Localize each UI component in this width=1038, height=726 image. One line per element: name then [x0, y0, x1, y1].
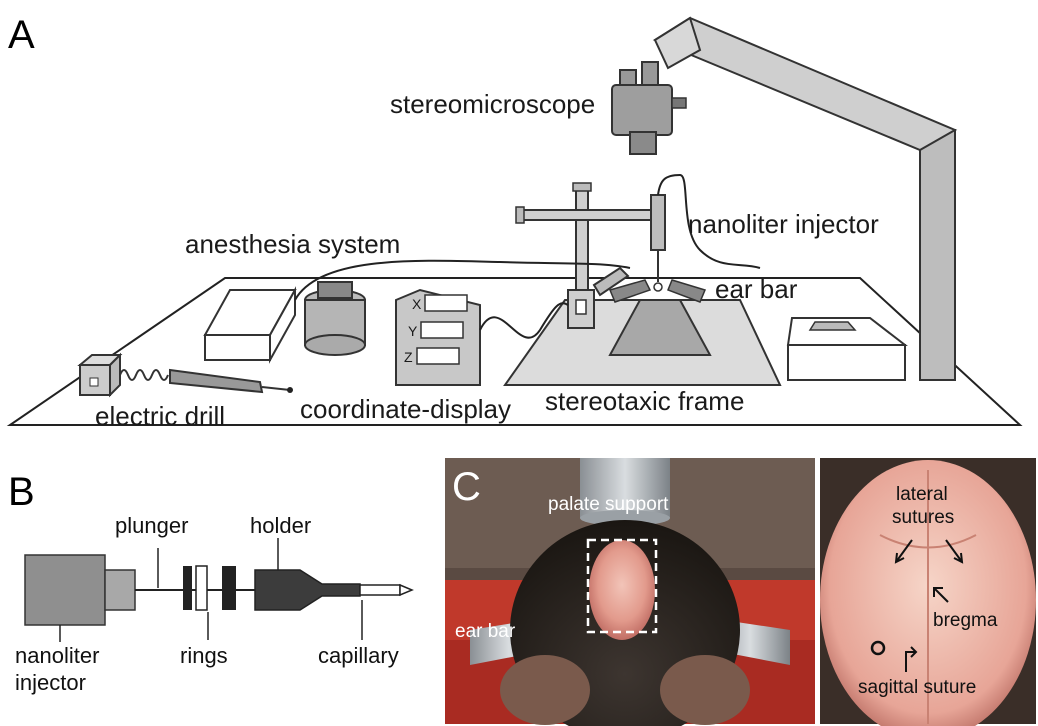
label-ear-bar-c: ear bar [455, 621, 516, 642]
label-capillary: capillary [318, 643, 399, 668]
display-z-label: Z [404, 349, 413, 365]
label-stereotaxic-frame: stereotaxic frame [545, 386, 744, 416]
label-sagittal-suture: sagittal suture [858, 677, 976, 698]
label-injector: injector [15, 670, 86, 695]
nanoliter-injector-diagram [25, 538, 412, 642]
label-coordinate-display: coordinate-display [300, 394, 511, 424]
label-palate-support: palate support [548, 494, 669, 515]
panel-a-letter: A [8, 13, 35, 57]
panel-b: B plunger holder nanoliter injector ring… [8, 470, 412, 695]
label-electric-drill: electric drill [95, 401, 225, 431]
label-sutures: sutures [892, 507, 954, 528]
label-ear-bar-a: ear bar [715, 274, 798, 304]
panel-c-photo-zoom: lateral sutures bregma sagittal suture [820, 458, 1036, 726]
panel-a: A stereomicroscope [8, 13, 1020, 431]
label-stereomicroscope: stereomicroscope [390, 89, 595, 119]
panel-c-letter: C [452, 465, 481, 509]
panel-c-photo-overview: C palate support ear bar [445, 458, 815, 726]
label-anesthesia-system: anesthesia system [185, 229, 400, 259]
label-nanoliter: nanoliter [15, 643, 99, 668]
panel-b-letter: B [8, 470, 35, 514]
label-plunger: plunger [115, 513, 188, 538]
label-lateral: lateral [896, 484, 948, 505]
label-nanoliter-injector: nanoliter injector [688, 209, 879, 239]
label-rings: rings [180, 643, 228, 668]
stereomicroscope-icon [612, 62, 686, 154]
label-bregma: bregma [933, 610, 998, 631]
display-x-label: X [412, 296, 422, 312]
display-y-label: Y [408, 323, 418, 339]
label-holder: holder [250, 513, 311, 538]
